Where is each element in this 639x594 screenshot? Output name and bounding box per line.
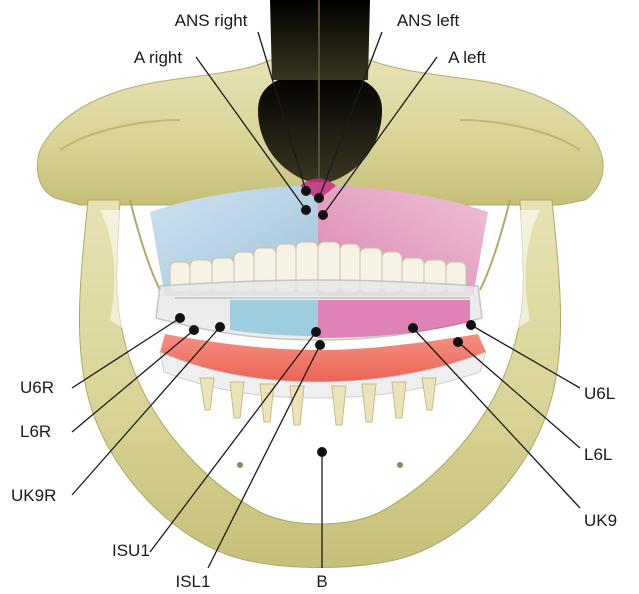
landmark-ans-left [314,193,324,203]
label-ans-right: ANS right [175,11,248,30]
landmark-a-left [318,210,328,220]
landmark-ans-right [301,186,311,196]
label-isu1: ISU1 [112,541,150,560]
label-isl1: ISL1 [176,572,211,591]
landmark-b [317,447,327,457]
nasal-aperture [258,0,382,182]
label-u6r: U6R [20,378,54,397]
landmark-uk9 [408,323,418,333]
label-a-right: A right [134,48,182,67]
landmark-u6r [175,313,185,323]
label-a-left: A left [448,48,486,67]
label-l6l: L6L [584,445,612,464]
landmark-isu1 [311,327,321,337]
label-ans-left: ANS left [397,11,460,30]
label-uk9r: UK9R [11,486,56,505]
landmark-l6r [189,325,199,335]
label-l6r: L6R [20,422,51,441]
label-uk9: UK9 [584,511,617,530]
landmark-a-right [301,205,311,215]
landmark-uk9r [215,322,225,332]
label-b: B [316,572,327,591]
label-u6l: U6L [584,384,615,403]
landmark-isl1 [315,340,325,350]
landmark-l6l [453,337,463,347]
landmark-u6l [466,320,476,330]
